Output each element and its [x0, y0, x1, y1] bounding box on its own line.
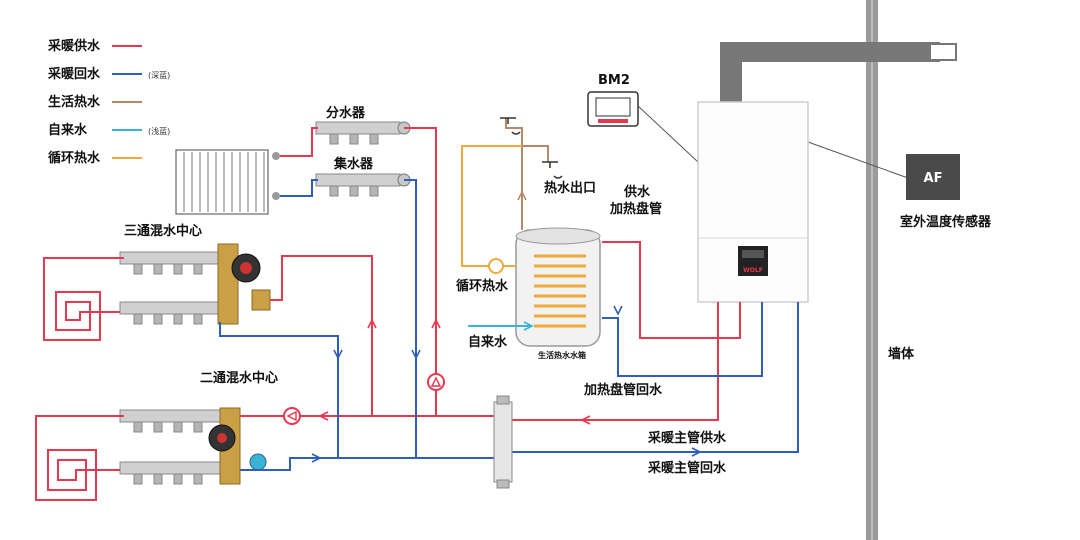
bm2-controller-icon	[587, 91, 639, 127]
heating-coil	[534, 254, 586, 328]
flow-arrow	[311, 453, 322, 463]
flow-arrow	[411, 349, 421, 360]
distributor-manifold	[315, 121, 411, 145]
legend-note: (深蓝)	[148, 70, 170, 80]
flow-arrow	[691, 447, 702, 457]
domestic-hot-water-pipe	[521, 145, 549, 230]
legend-note: (浅蓝)	[148, 126, 170, 136]
bm2-cable	[637, 105, 699, 163]
three-way-mixing-station	[119, 243, 271, 325]
faucet-icon	[500, 117, 563, 179]
domestic-hot-water-tank	[515, 227, 601, 347]
sensor-cable	[807, 141, 909, 179]
bm2-label: BM2	[598, 73, 630, 88]
boiler-brand: WOLF	[743, 267, 763, 274]
legend-label: 生活热水	[48, 94, 101, 110]
legend-item-heating-supply: 采暖供水	[47, 38, 142, 54]
wall-hung-boiler: WOLF	[697, 101, 809, 303]
flow-arrow	[523, 321, 534, 331]
radiator	[175, 149, 280, 215]
distributor-label: 分水器	[326, 105, 366, 121]
flow-arrow	[367, 318, 377, 329]
legend-label: 采暖供水	[47, 38, 101, 54]
two-way-label: 二通混水中心	[200, 370, 278, 386]
floor-heating-loop-1	[43, 257, 124, 341]
af-label: AF	[924, 171, 943, 186]
flow-arrow	[580, 415, 591, 425]
tank-label: 生活热水水箱	[538, 350, 586, 360]
legend-item-domestic-hot-water: 生活热水	[48, 94, 142, 110]
heating-return-pipes	[219, 179, 799, 471]
flow-arrow	[431, 318, 441, 329]
pump-icon	[283, 407, 301, 425]
circulation-label: 循环热水	[456, 278, 509, 294]
floor-heating-loop-2	[35, 415, 124, 501]
legend-label: 自来水	[48, 122, 88, 138]
three-way-label: 三通混水中心	[124, 223, 202, 239]
legend-item-tap-water: 自来水 (浅蓝)	[48, 122, 170, 138]
hot-water-outlet-label: 热水出口	[544, 180, 596, 196]
outdoor-sensor-box	[906, 154, 960, 200]
legend-label: 采暖回水	[47, 66, 101, 82]
supply-coil-label-2: 加热盘管	[609, 201, 662, 217]
legend-item-heating-return: 采暖回水 (深蓝)	[47, 66, 170, 82]
coil-return-label: 加热盘管回水	[583, 382, 663, 398]
wall-label: 墙体	[888, 346, 915, 362]
legend: 采暖供水 采暖回水 (深蓝) 生活热水 自来水 (浅蓝) 循环热水	[47, 38, 170, 166]
legend-label: 循环热水	[48, 150, 101, 166]
flow-arrow	[517, 190, 527, 201]
supply-coil-label-1: 供水	[623, 184, 651, 200]
hydraulic-separator	[493, 395, 513, 489]
collector-manifold	[315, 173, 411, 197]
outdoor-sensor-label: 室外温度传感器	[900, 214, 992, 230]
flue-pipe	[720, 42, 957, 104]
legend-item-circulating-hot-water: 循环热水	[48, 150, 142, 166]
tap-water-label: 自来水	[468, 334, 508, 350]
flow-arrow	[613, 305, 623, 316]
circulation-pump-icon	[488, 258, 504, 274]
mixing-valve-body	[217, 243, 239, 325]
radiator-supply-pipe	[280, 127, 318, 157]
main-supply-label: 采暖主管供水	[647, 430, 727, 446]
main-return-label: 采暖主管回水	[647, 460, 727, 476]
radiator-return-pipe	[280, 179, 318, 197]
circulating-hot-water-pipe	[461, 145, 522, 267]
flow-arrow	[318, 411, 329, 421]
collector-label: 集水器	[333, 156, 374, 172]
flow-arrow	[333, 349, 343, 360]
pump-icon	[427, 373, 445, 391]
two-way-mixing-station	[119, 407, 267, 485]
